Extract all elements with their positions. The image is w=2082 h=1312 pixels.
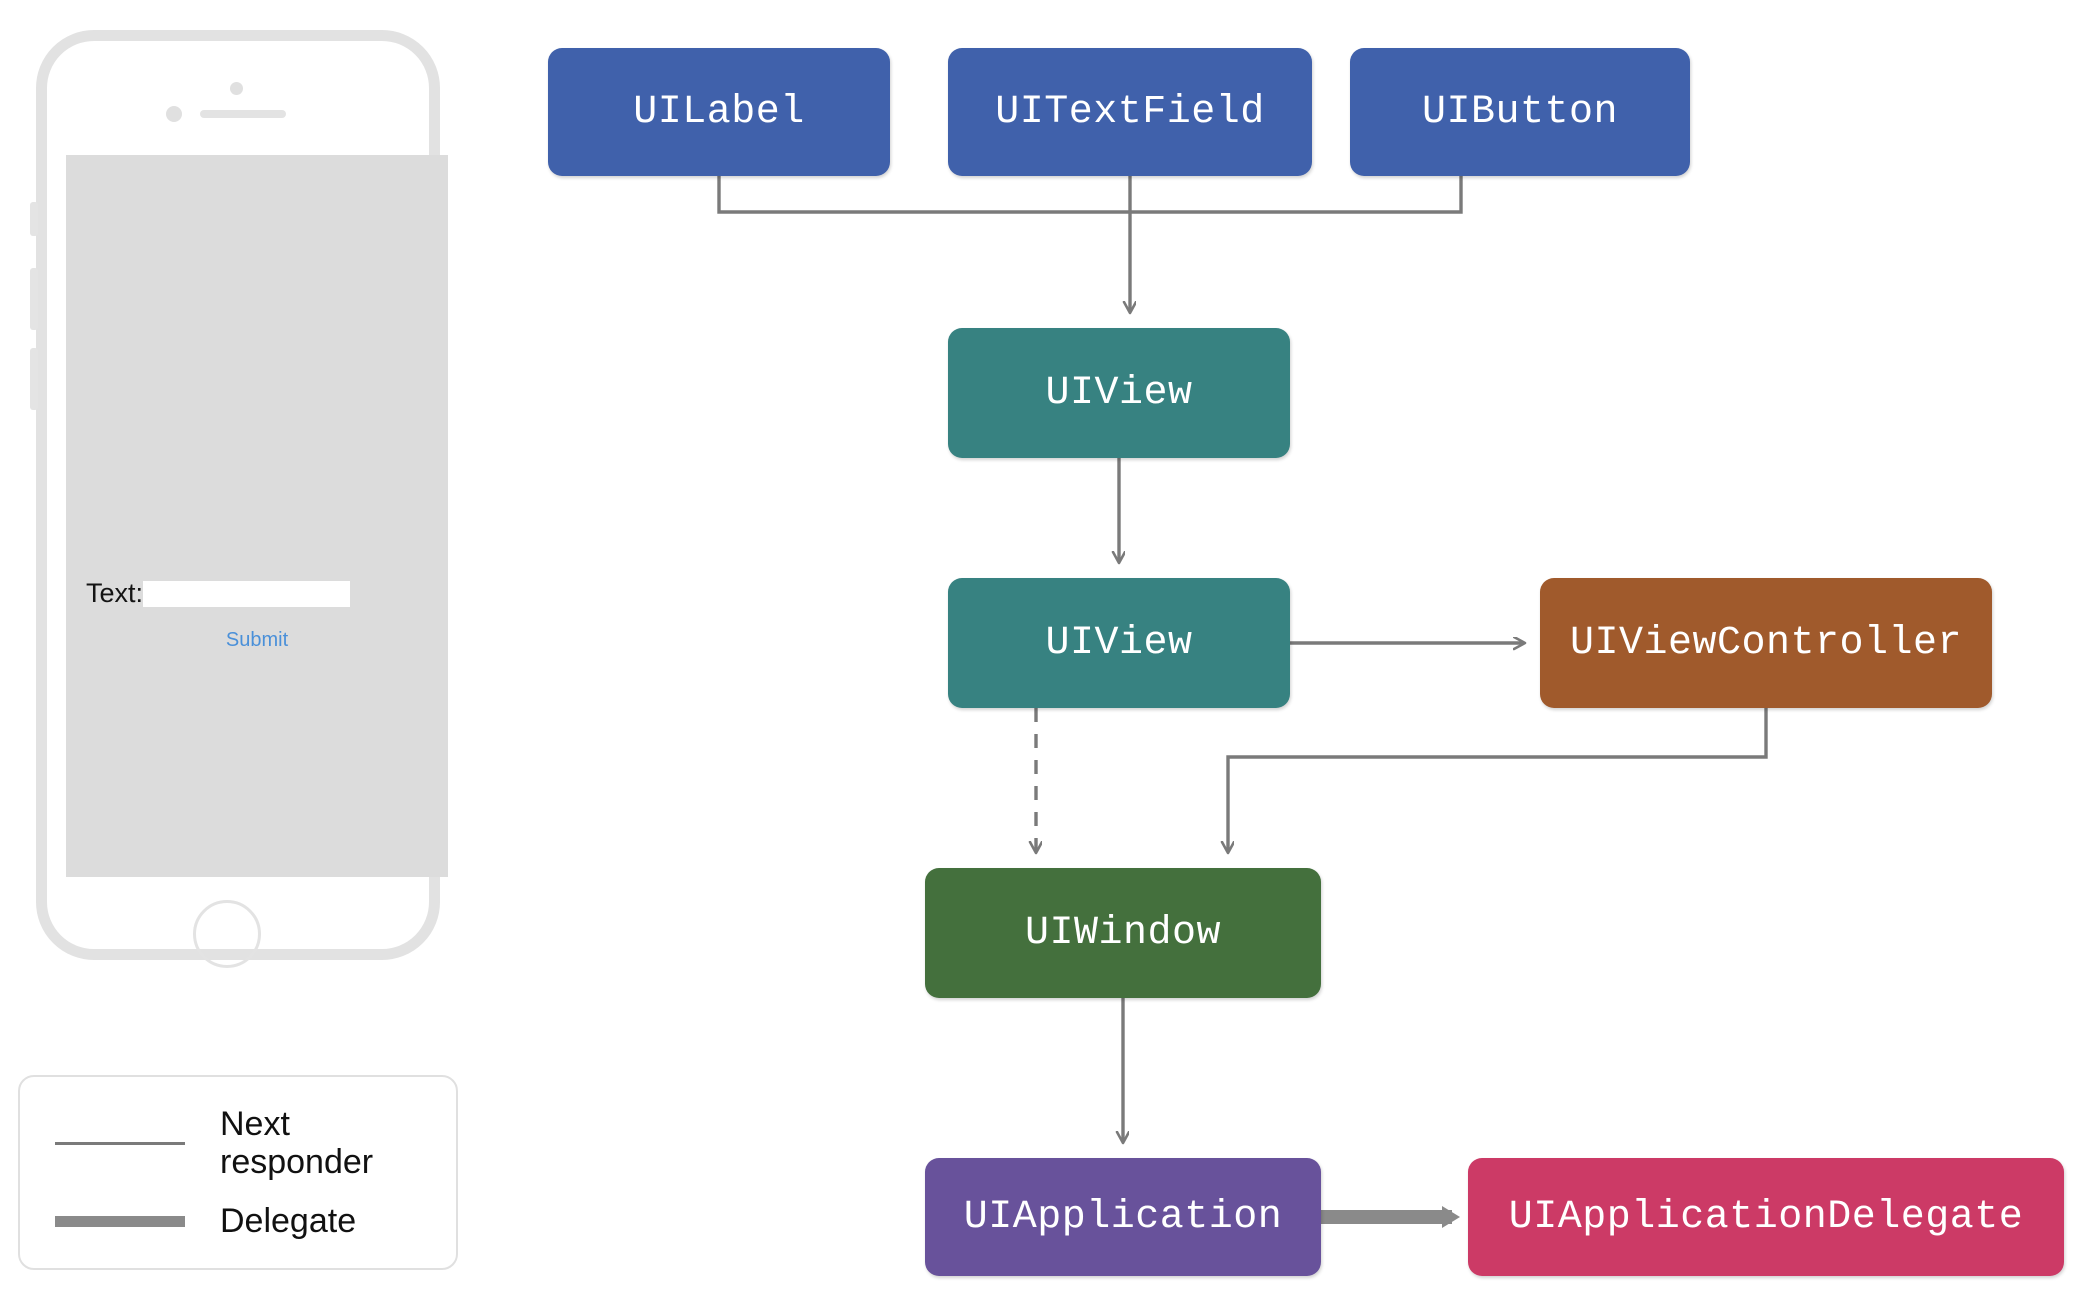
edge-controls-to-uiview — [717, 176, 1463, 214]
edge-uiviewcontroller-to-uiwindow — [1228, 708, 1768, 852]
node-uilabel[interactable]: UILabel — [548, 48, 890, 176]
phone-earpiece-speaker-icon — [200, 110, 286, 118]
phone-front-camera-icon — [230, 82, 243, 95]
node-uiwindow[interactable]: UIWindow — [925, 868, 1321, 998]
node-uiview-subview[interactable]: UIView — [948, 328, 1290, 458]
thick-line-icon — [55, 1215, 185, 1227]
node-uiview-root[interactable]: UIView — [948, 578, 1290, 708]
phone-volume-down-button[interactable] — [30, 348, 38, 410]
phone-mute-switch[interactable] — [30, 202, 38, 236]
node-uiapplicationdelegate[interactable]: UIApplicationDelegate — [1468, 1158, 2064, 1276]
legend-label-delegate: Delegate — [220, 1202, 357, 1240]
legend-label-next-responder-line2: responder — [220, 1143, 374, 1182]
legend-item-delegate: Delegate — [20, 1202, 456, 1240]
phone-proximity-sensor-icon — [166, 106, 182, 122]
legend-swatch-delegate — [20, 1215, 220, 1227]
text-input[interactable] — [143, 580, 351, 607]
legend-item-next-responder: Next responder — [20, 1105, 456, 1181]
submit-button[interactable]: Submit — [66, 629, 448, 652]
thin-line-icon — [55, 1141, 185, 1145]
node-uiapplication[interactable]: UIApplication — [925, 1158, 1321, 1276]
node-uiviewcontroller[interactable]: UIViewController — [1540, 578, 1992, 708]
legend-swatch-next-responder — [20, 1141, 220, 1145]
legend-label-next-responder: Next responder — [220, 1105, 373, 1181]
node-uibutton[interactable]: UIButton — [1350, 48, 1690, 176]
phone-screen: Text: Submit — [66, 155, 448, 877]
legend-panel: Next responder Delegate — [18, 1075, 458, 1270]
legend-label-next-responder-line1: Next — [220, 1105, 290, 1143]
text-field-label: Text: — [86, 578, 144, 608]
node-uitextfield[interactable]: UITextField — [948, 48, 1312, 176]
phone-volume-up-button[interactable] — [30, 268, 38, 330]
text-form-row: Text: — [86, 578, 351, 608]
phone-home-button[interactable] — [193, 900, 261, 968]
phone-mockup: Text: Submit — [18, 30, 458, 968]
